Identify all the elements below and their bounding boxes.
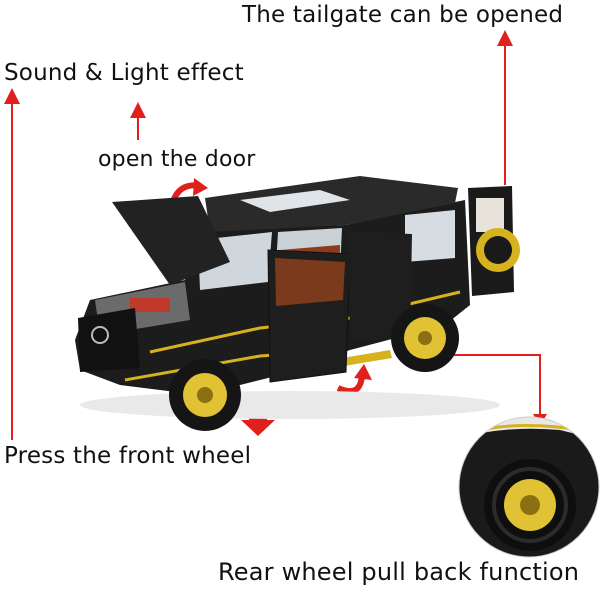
- sound-light-label: Sound & Light effect: [4, 60, 244, 86]
- door-curve-arrow-bottom: [336, 375, 365, 394]
- press-wheel-label: Press the front wheel: [4, 443, 252, 469]
- pullback-label: Rear wheel pull back function: [218, 558, 580, 586]
- tailgate-label: The tailgate can be opened: [242, 2, 564, 28]
- open-door-label: open the door: [98, 147, 256, 172]
- pullback-callout-line: [438, 354, 541, 420]
